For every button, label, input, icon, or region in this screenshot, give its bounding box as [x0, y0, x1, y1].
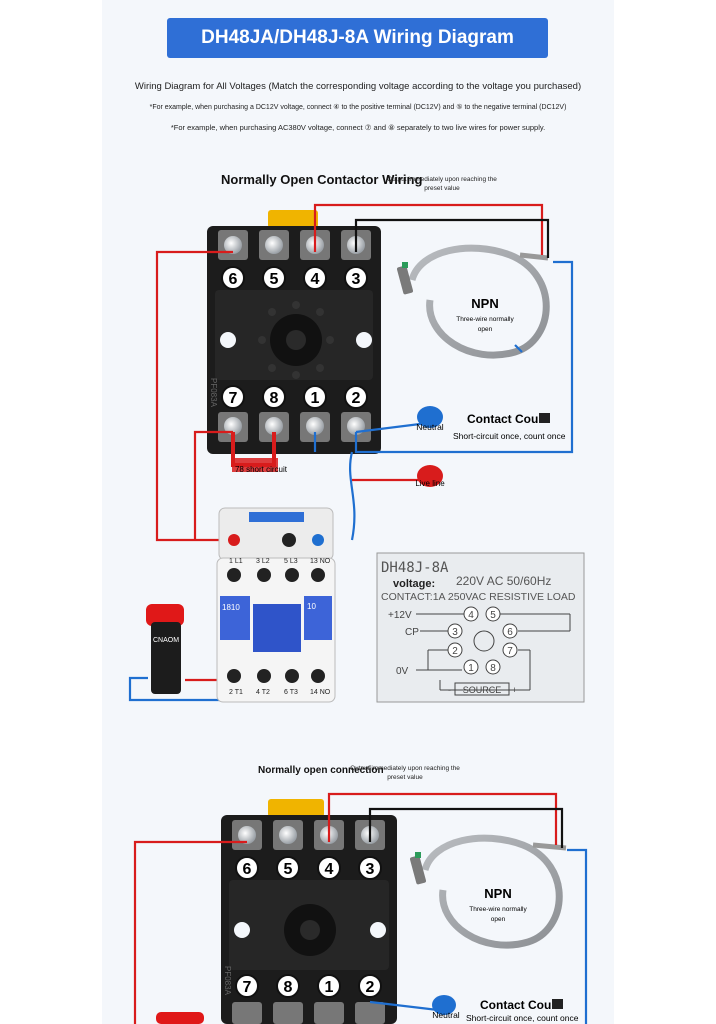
- contact-count-desc: Short-circuit once, count once: [466, 1013, 579, 1023]
- indicator-brand: CNAOM: [153, 637, 179, 644]
- terminal-label: 7: [229, 390, 238, 407]
- relay-socket-clip: [268, 799, 324, 817]
- terminals-top-2: 6 5 4 3: [232, 820, 385, 880]
- relay-socket-2: PF083A: [221, 799, 397, 1024]
- spec-source: SOURCE: [463, 685, 502, 695]
- mount-hole: [234, 922, 250, 938]
- terminal-label: 1: [311, 390, 320, 407]
- sensor-desc: Three-wire normally: [469, 906, 527, 913]
- contactor: 1 L1 3 L2 5 L3 13 NO 1810 10 2 T1 4 T2 6…: [216, 507, 336, 703]
- section1-output-note: Output immediately upon reaching the pre…: [387, 176, 497, 192]
- spec-voltage: 220V AC 50/60Hz: [456, 574, 551, 588]
- note-ac: *For example, when purchasing AC380V vol…: [170, 123, 546, 132]
- spec-pin: 1: [468, 663, 474, 674]
- contactor-aux: 10: [307, 602, 316, 611]
- mount-hole: [220, 332, 236, 348]
- section1-title: Normally Open Contactor Wiring: [221, 172, 423, 187]
- live-marker-1: Live line: [415, 465, 445, 488]
- sensor-type: NPN: [471, 296, 498, 311]
- relay-socket-clip: [268, 210, 318, 228]
- spec-pin: 3: [452, 627, 458, 638]
- note-dc: *For example, when purchasing a DC12V vo…: [149, 104, 567, 111]
- spec-zero-v: 0V: [396, 666, 409, 677]
- terminals-bottom-2: 7 8 1 2: [232, 974, 385, 1024]
- page-title: DH48JA/DH48J-8A Wiring Diagram: [167, 18, 548, 58]
- contactor-top-label: 3 L2: [256, 558, 270, 565]
- spec-pin: 4: [468, 610, 474, 621]
- terminal-label: 8: [270, 390, 279, 407]
- terminal-label: 6: [243, 861, 252, 878]
- terminal-label: 1: [325, 979, 334, 996]
- terminals-bottom-1: 7 8 1 2: [218, 385, 371, 442]
- count-icon: [552, 999, 563, 1009]
- spec-voltage-label: voltage:: [393, 578, 435, 590]
- spec-panel: DH48J-8A voltage: 220V AC 50/60Hz CONTAC…: [376, 552, 585, 703]
- spec-minus: -: [448, 685, 451, 695]
- spec-pin: 6: [507, 627, 513, 638]
- contactor-bottom-label: 6 T3: [284, 689, 298, 696]
- relay-base-text: PF083A: [223, 966, 232, 996]
- relay-socket-1: PF083A: [207, 210, 381, 454]
- npn-sensor-1: NPN Three-wire normally open: [396, 244, 550, 359]
- spec-pin: 5: [490, 610, 496, 621]
- terminal-label: 7: [243, 979, 252, 996]
- neutral-label: Neutral: [416, 422, 444, 432]
- mount-hole: [370, 922, 386, 938]
- spec-model: DH48J-8A: [381, 560, 449, 576]
- short-circuit-label: 78 short circuit: [235, 465, 288, 474]
- contact-count-title: Contact Count: [467, 412, 550, 426]
- contactor-top-label: 13 NO: [310, 558, 331, 565]
- indicator-light: CNAOM: [146, 604, 184, 694]
- contactor-bottom-label: 4 T2: [256, 689, 270, 696]
- terminal-label: 5: [270, 271, 279, 288]
- terminal-label: 2: [366, 979, 375, 996]
- neutral-marker-1: Neutral: [416, 406, 444, 432]
- spec-pin: 2: [452, 646, 458, 657]
- npn-sensor-2: NPN Three-wire normally open: [409, 834, 567, 949]
- sensor-desc: Three-wire normally: [456, 316, 514, 323]
- section2-output-note: Output immediately upon reaching the pre…: [350, 765, 460, 781]
- sensor-desc-2: open: [491, 916, 506, 923]
- spec-pin: 7: [507, 646, 513, 657]
- contactor-top-label: 5 L3: [284, 558, 298, 565]
- neutral-label: Neutral: [432, 1010, 460, 1020]
- neutral-marker-2: Neutral: [432, 995, 460, 1020]
- relay-base-text: PF083A: [209, 378, 218, 408]
- sensor-type: NPN: [484, 886, 511, 901]
- spec-pin: 8: [490, 663, 496, 674]
- contactor-top-label: 1 L1: [229, 558, 243, 565]
- contactor-bottom-label: 2 T1: [229, 689, 243, 696]
- terminal-label: 4: [325, 861, 334, 878]
- terminal-label: 8: [284, 979, 293, 996]
- terminal-label: 3: [352, 271, 361, 288]
- contact-count-desc: Short-circuit once, count once: [453, 431, 566, 441]
- live-label: Live line: [415, 479, 445, 488]
- terminal-label: 4: [311, 271, 320, 288]
- indicator-light-2: [156, 1012, 204, 1024]
- contactor-model: 1810: [222, 603, 240, 612]
- contact-count-title: Contact Count: [480, 998, 563, 1012]
- terminal-label: 3: [366, 861, 375, 878]
- subtitle: Wiring Diagram for All Voltages (Match t…: [134, 81, 582, 92]
- spec-plus12v: +12V: [388, 610, 412, 621]
- spec-contact: CONTACT:1A 250VAC RESISTIVE LOAD: [381, 591, 576, 603]
- sensor-desc-2: open: [478, 326, 493, 333]
- spec-cp: CP: [405, 627, 419, 638]
- spec-plus: +: [512, 685, 517, 695]
- terminal-label: 5: [284, 861, 293, 878]
- section2-title: Normally open connection: [258, 765, 384, 776]
- contactor-bottom-label: 14 NO: [310, 689, 331, 696]
- mount-hole: [356, 332, 372, 348]
- terminal-label: 2: [352, 390, 361, 407]
- wires-2: [133, 792, 588, 1024]
- terminal-label: 6: [229, 271, 238, 288]
- count-icon: [539, 413, 550, 423]
